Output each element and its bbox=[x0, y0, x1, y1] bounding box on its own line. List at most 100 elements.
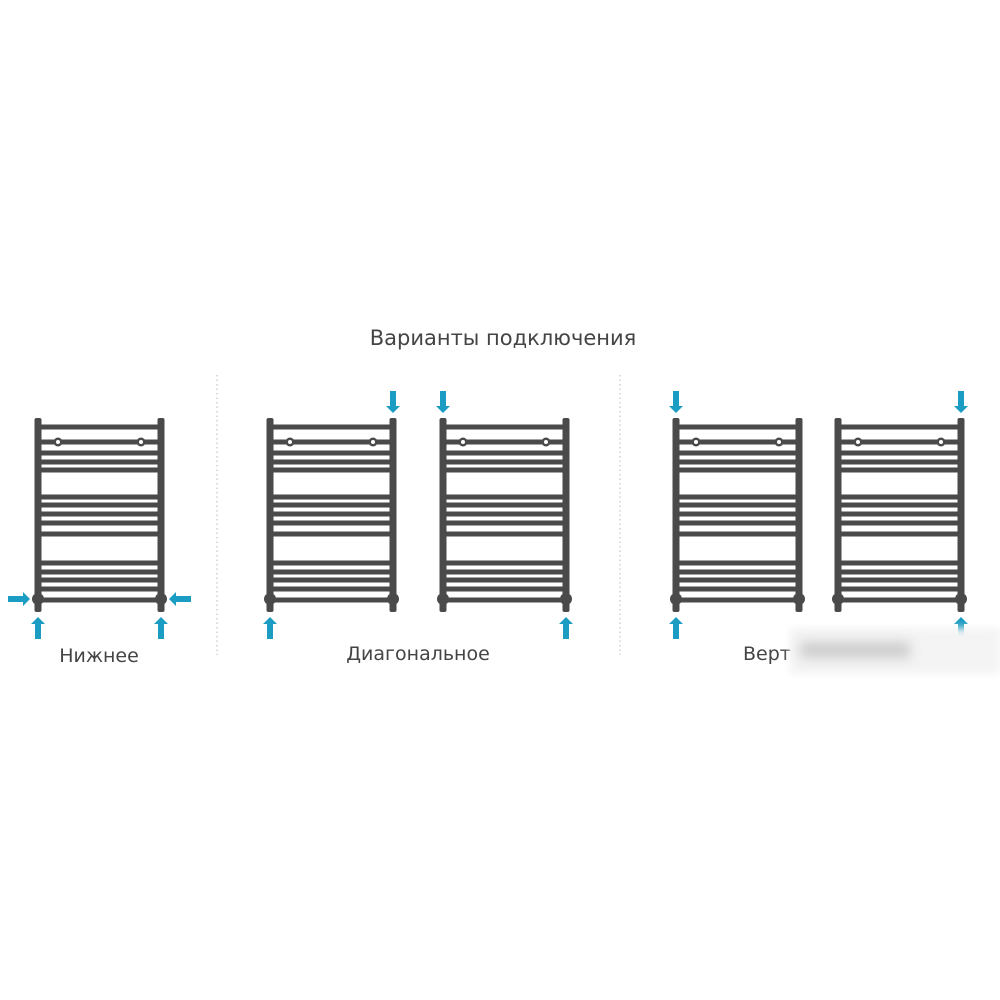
radiator-0-bar bbox=[38, 597, 161, 603]
arrow-up-icon bbox=[154, 617, 168, 639]
radiator-1-bar bbox=[270, 569, 393, 575]
radiator-2-connector bbox=[560, 593, 572, 605]
radiator-4-bar bbox=[838, 459, 961, 465]
radiator-4-mount-hole bbox=[856, 440, 860, 444]
arrow-left-icon bbox=[169, 592, 191, 606]
radiator-0-bar bbox=[38, 511, 161, 517]
arrow-up-icon bbox=[669, 617, 683, 639]
radiator-1-mount-hole bbox=[288, 440, 292, 444]
radiator-4-bar bbox=[838, 467, 961, 473]
radiator-0-bar bbox=[38, 424, 161, 430]
radiator-3-bar bbox=[676, 511, 799, 517]
radiator-1-bar bbox=[270, 520, 393, 526]
radiator-0-bar bbox=[38, 502, 161, 508]
radiator-0-bar bbox=[38, 494, 161, 500]
radiator-0-bar bbox=[38, 569, 161, 575]
arrow-up-icon bbox=[31, 617, 45, 639]
radiator-3-bar bbox=[676, 439, 799, 445]
radiator-3-bar bbox=[676, 424, 799, 430]
radiator-0-connector bbox=[32, 593, 44, 605]
radiator-3-bar bbox=[676, 467, 799, 473]
radiator-1-bar bbox=[270, 511, 393, 517]
radiator-2-mount-hole bbox=[544, 440, 548, 444]
radiator-4-bar bbox=[838, 520, 961, 526]
radiator-2-right-post bbox=[562, 418, 570, 612]
radiator-4-bar bbox=[838, 597, 961, 603]
arrow-up-icon bbox=[559, 617, 573, 639]
arrow-down-icon bbox=[386, 391, 400, 413]
radiator-2-bar bbox=[443, 459, 566, 465]
radiator-1-bar bbox=[270, 494, 393, 500]
radiator-2-bar bbox=[443, 467, 566, 473]
radiator-1-bar bbox=[270, 439, 393, 445]
radiator-3-bar bbox=[676, 597, 799, 603]
radiator-3-bar bbox=[676, 450, 799, 456]
radiator-4-right-post bbox=[957, 418, 965, 612]
radiator-4-bar bbox=[838, 586, 961, 592]
arrow-down-icon bbox=[436, 391, 450, 413]
arrow-right-icon bbox=[8, 592, 30, 606]
radiator-4-connector bbox=[955, 593, 967, 605]
radiator-4-bar bbox=[838, 450, 961, 456]
radiator-0-right-post bbox=[157, 418, 165, 612]
radiator-2-bar bbox=[443, 450, 566, 456]
radiator-2-bar bbox=[443, 511, 566, 517]
radiator-1-mount-hole bbox=[371, 440, 375, 444]
radiator-0-bar bbox=[38, 560, 161, 566]
radiator-0-mount-hole bbox=[139, 440, 143, 444]
radiator-4-mount-hole bbox=[939, 440, 943, 444]
radiator-3-mount-hole bbox=[694, 440, 698, 444]
radiator-0-bar bbox=[38, 577, 161, 583]
radiator-3-bar bbox=[676, 569, 799, 575]
blurred-watermark-text bbox=[800, 642, 910, 658]
radiator-1-left-post bbox=[266, 418, 274, 612]
radiator-1-right-post bbox=[389, 418, 397, 612]
radiator-4-connector bbox=[832, 593, 844, 605]
arrow-down-icon bbox=[954, 391, 968, 413]
radiator-3-bar bbox=[676, 459, 799, 465]
radiator-2-connector bbox=[437, 593, 449, 605]
radiator-1-bar bbox=[270, 502, 393, 508]
radiator-0-mount-hole bbox=[56, 440, 60, 444]
radiator-0-bar bbox=[38, 459, 161, 465]
radiator-2-mount-hole bbox=[461, 440, 465, 444]
radiator-2-bar bbox=[443, 597, 566, 603]
radiator-2-bar bbox=[443, 586, 566, 592]
radiator-3-bar bbox=[676, 520, 799, 526]
radiator-4-bar bbox=[838, 424, 961, 430]
radiator-1-bar bbox=[270, 467, 393, 473]
arrow-down-icon bbox=[669, 391, 683, 413]
radiator-0-bar bbox=[38, 467, 161, 473]
radiator-0-left-post bbox=[34, 418, 42, 612]
radiator-1-bar bbox=[270, 450, 393, 456]
radiator-3-bar bbox=[676, 586, 799, 592]
radiator-1-bar bbox=[270, 586, 393, 592]
radiator-1-bar bbox=[270, 560, 393, 566]
radiator-0-bar bbox=[38, 531, 161, 537]
radiator-4-bar bbox=[838, 494, 961, 500]
radiator-0-connector bbox=[155, 593, 167, 605]
radiator-4-bar bbox=[838, 502, 961, 508]
radiator-1-connector bbox=[387, 593, 399, 605]
radiator-2-bar bbox=[443, 439, 566, 445]
radiator-2-bar bbox=[443, 502, 566, 508]
radiator-2-bar bbox=[443, 577, 566, 583]
radiator-3-bar bbox=[676, 502, 799, 508]
label-bottom-connection: Нижнее bbox=[59, 645, 139, 667]
label-vertical-connection: Верт bbox=[743, 643, 791, 665]
radiator-2-bar bbox=[443, 494, 566, 500]
radiator-3-mount-hole bbox=[777, 440, 781, 444]
radiator-3-bar bbox=[676, 494, 799, 500]
radiator-3-connector bbox=[793, 593, 805, 605]
radiator-2-left-post bbox=[439, 418, 447, 612]
radiator-4-bar bbox=[838, 560, 961, 566]
radiator-0-bar bbox=[38, 439, 161, 445]
radiator-4-bar bbox=[838, 569, 961, 575]
radiator-4-bar bbox=[838, 531, 961, 537]
radiator-3-bar bbox=[676, 577, 799, 583]
radiator-4-left-post bbox=[834, 418, 842, 612]
radiator-3-right-post bbox=[795, 418, 803, 612]
radiator-1-connector bbox=[264, 593, 276, 605]
radiator-1-bar bbox=[270, 459, 393, 465]
